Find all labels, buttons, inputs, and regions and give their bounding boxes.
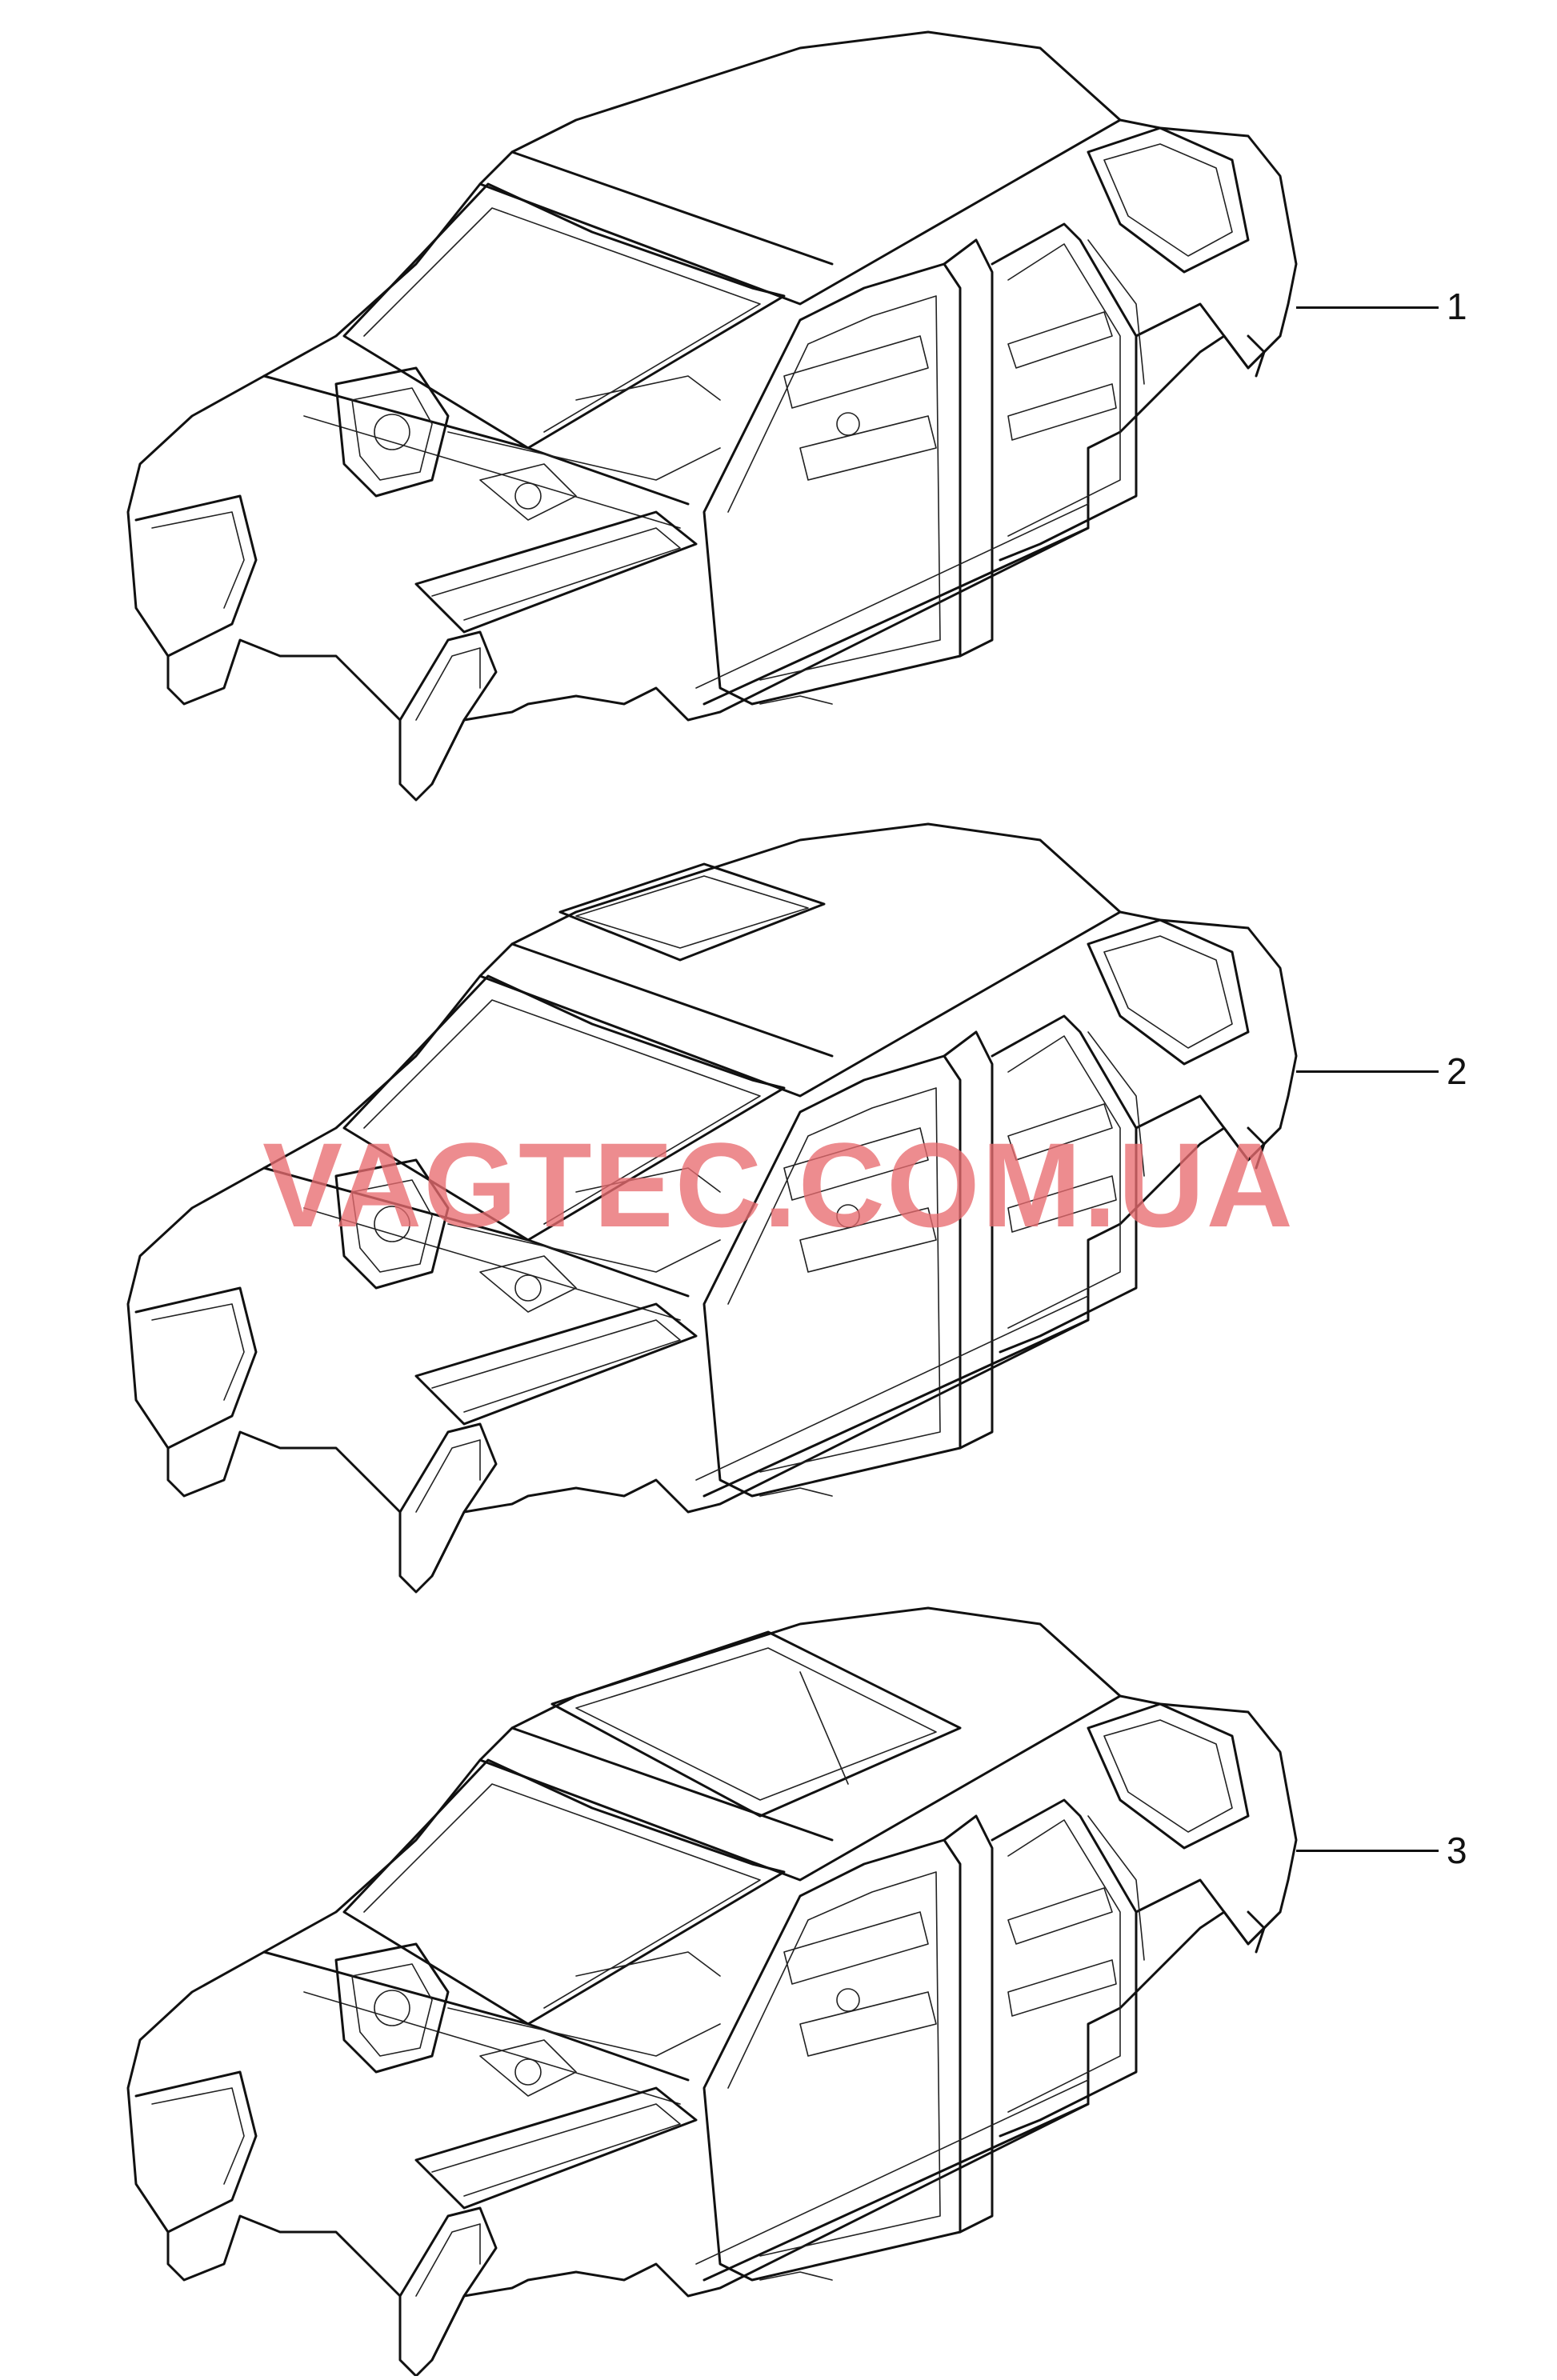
part-label-1: 1 (1447, 286, 1467, 327)
panoramic-roof-crossbar (799, 1671, 849, 1785)
leader-line-3 (1296, 1850, 1439, 1852)
sunroof-opening-outline (558, 862, 826, 962)
panoramic-roof-inner (575, 1647, 937, 1801)
body-shell-3-drawing (126, 1606, 1298, 2378)
leader-line-2 (1296, 1070, 1439, 1073)
part-label-2: 2 (1447, 1050, 1467, 1092)
part-label-3: 3 (1447, 1830, 1467, 1871)
panoramic-roof-opening-outline (550, 1630, 962, 1818)
sunroof-opening-inner (575, 875, 809, 949)
body-shell-2-drawing (126, 822, 1298, 1594)
body-shell-1-drawing (126, 30, 1298, 802)
leader-line-1 (1296, 306, 1439, 309)
